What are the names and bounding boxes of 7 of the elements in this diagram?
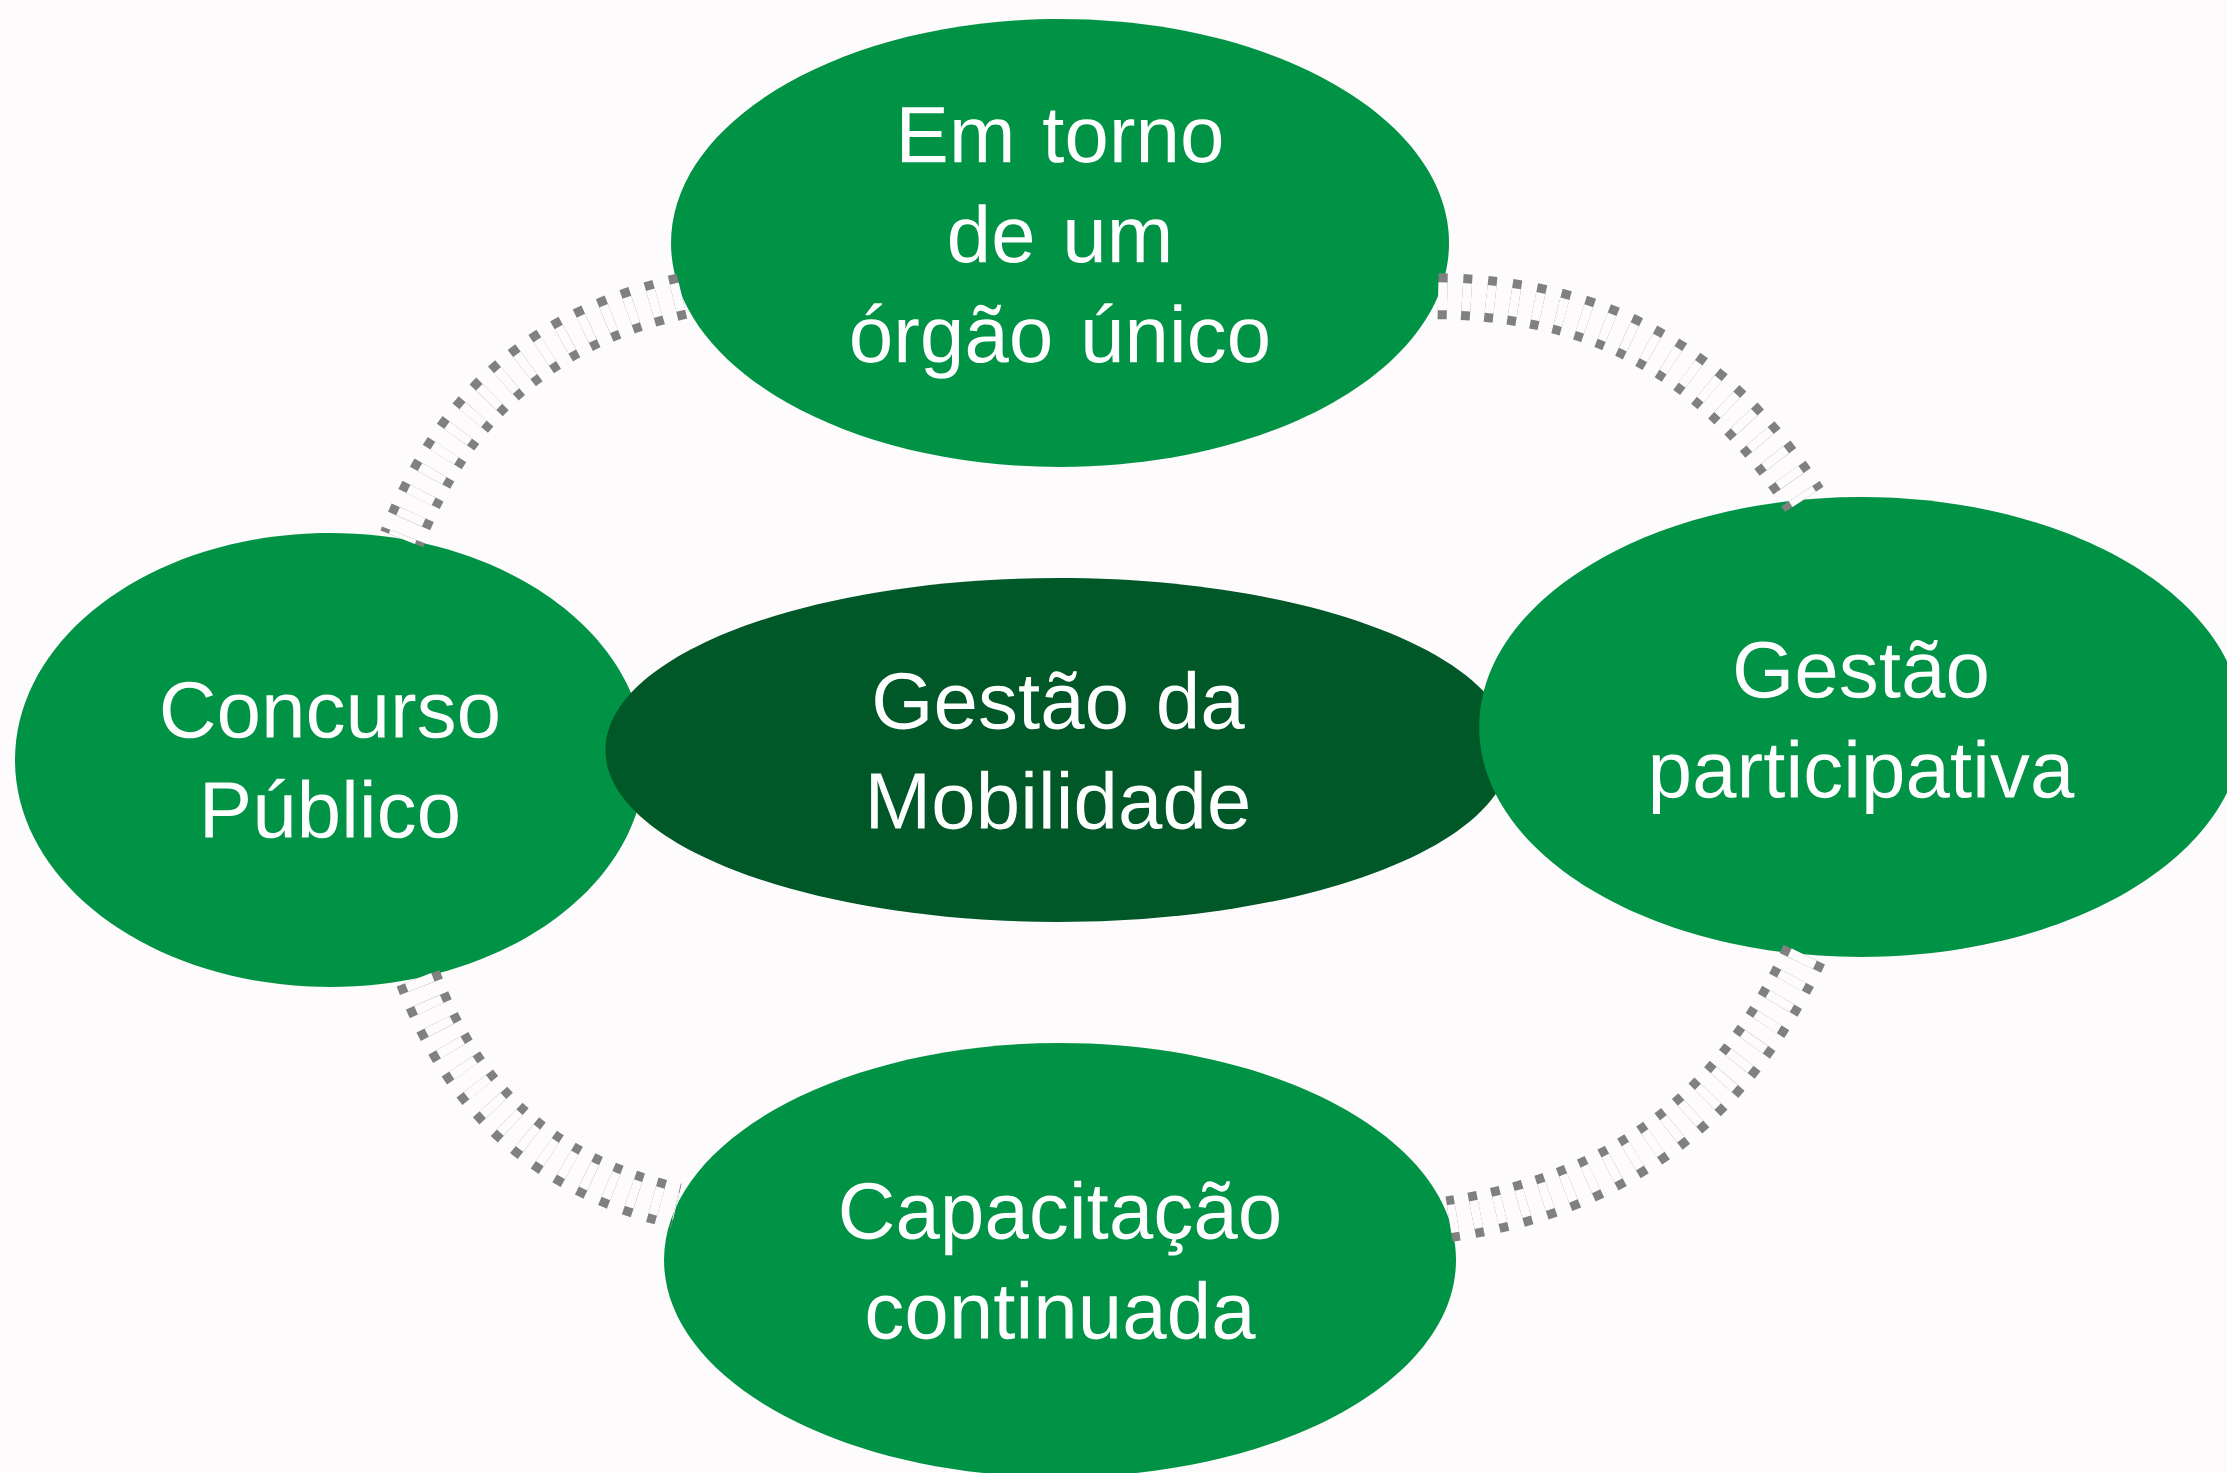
ellipse-node: Gestão da Mobilidade xyxy=(605,578,1511,922)
ellipse-node: Concurso Público xyxy=(15,533,645,987)
ellipse-node: Em torno de um órgão único xyxy=(671,19,1449,467)
dotted-connector xyxy=(1444,944,1825,1242)
dotted-connector xyxy=(396,969,683,1229)
dotted-connector xyxy=(380,273,688,548)
dotted-connector xyxy=(1436,273,1824,513)
